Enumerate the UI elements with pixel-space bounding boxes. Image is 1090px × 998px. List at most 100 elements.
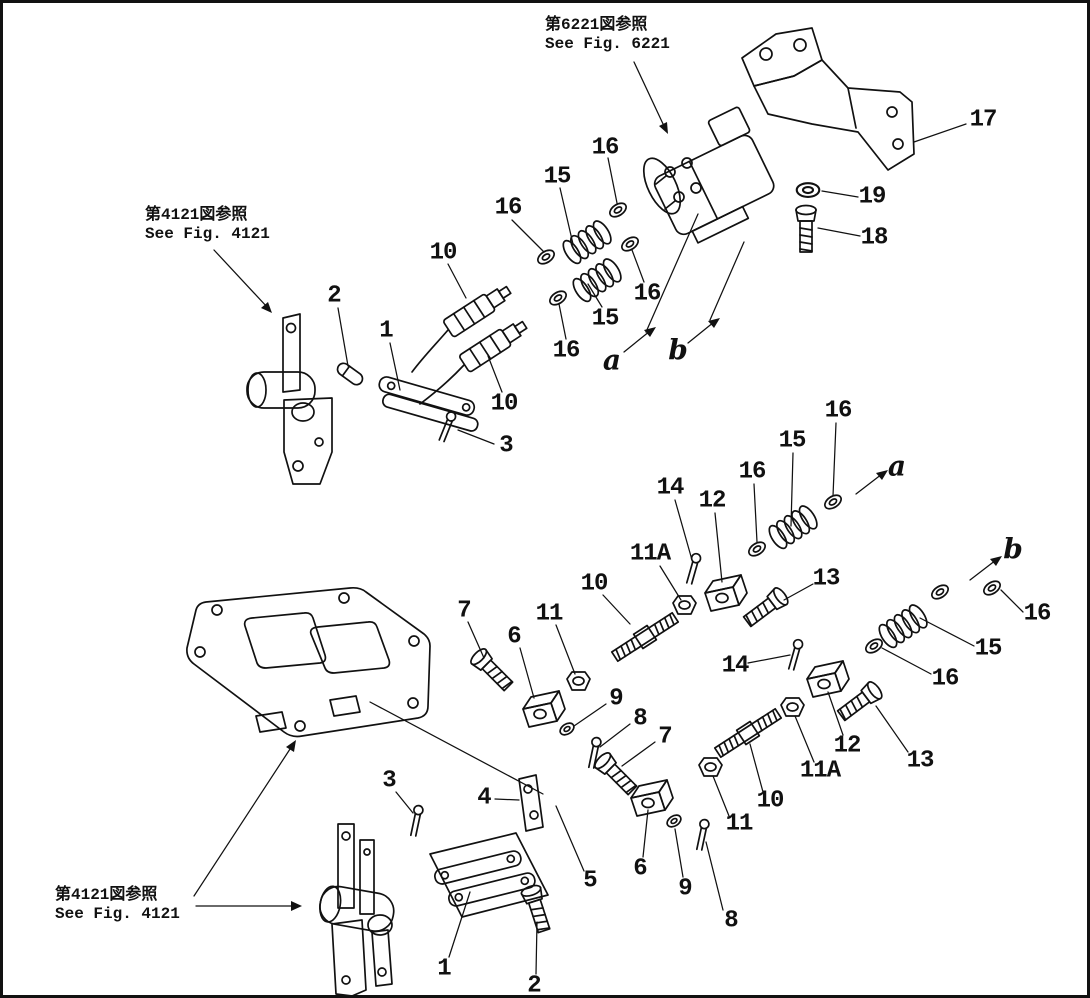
stud-10 <box>712 705 784 761</box>
stud-10 <box>609 609 681 665</box>
part-callout: 16 <box>494 194 523 222</box>
wire-harness <box>419 364 465 405</box>
arrowhead <box>286 740 296 752</box>
reference-note-fig6221: 第6221図参照 See Fig. 6221 <box>545 16 670 54</box>
part-callout: 1 <box>437 955 451 983</box>
reference-note-fig4121-bottom: 第4121図参照 See Fig. 4121 <box>55 886 180 924</box>
washer-16 <box>928 581 952 603</box>
bolt-7 <box>591 749 641 799</box>
washer-9 <box>557 719 577 739</box>
nut-11 <box>698 757 723 777</box>
part-callout: 12 <box>833 732 862 760</box>
part-callout: 11A <box>629 540 671 568</box>
part-callout: 5 <box>583 867 597 895</box>
nut-11 <box>566 671 591 691</box>
part-callout: 19 <box>858 183 887 211</box>
part-callout: 15 <box>543 163 572 191</box>
part-callout: 16 <box>591 134 620 162</box>
bolt-13 <box>740 584 792 631</box>
nut-11A <box>672 595 697 615</box>
reference-jp: 第6221図参照 <box>545 16 648 34</box>
part-callout: 10 <box>429 239 458 267</box>
part-callout: 2 <box>527 972 541 998</box>
part-callout: 7 <box>457 597 471 625</box>
lever-assembly-top-left <box>246 313 333 485</box>
part-callout: 17 <box>969 106 998 134</box>
part-callout: 16 <box>633 280 662 308</box>
pin-2 <box>336 362 364 386</box>
lever-assembly-bottom <box>319 823 395 997</box>
part-callout: 3 <box>382 767 396 795</box>
bolt-7 <box>467 645 517 695</box>
link-1 <box>434 850 522 885</box>
block-6 <box>522 690 566 728</box>
leader-lines <box>337 123 1024 975</box>
part-callout: 9 <box>678 875 692 903</box>
spring-15 <box>765 502 822 553</box>
direction-arrows <box>193 61 1002 911</box>
part-callout: 10 <box>756 787 785 815</box>
part-callout: 13 <box>906 747 935 775</box>
washer-16 <box>618 233 642 255</box>
part-callout: 4 <box>477 784 491 812</box>
part-callout: 15 <box>591 305 620 333</box>
washer-16 <box>606 199 630 221</box>
wire-harness <box>411 329 449 373</box>
part-callout: 16 <box>1023 600 1052 628</box>
washer-16 <box>546 287 570 309</box>
cotter-pin-14 <box>685 552 703 586</box>
reference-jp: 第4121図参照 <box>55 886 158 904</box>
part-callout: 16 <box>931 665 960 693</box>
washer-16 <box>862 635 886 657</box>
part-callout: 6 <box>633 855 647 883</box>
mounting-plate <box>186 586 431 738</box>
reference-note-fig4121-top: 第4121図参照 See Fig. 4121 <box>145 206 270 244</box>
part-callout: 11 <box>725 810 754 838</box>
link-1 <box>378 376 479 432</box>
part-callout: 10 <box>490 390 519 418</box>
arrowhead <box>291 901 302 911</box>
part-callout: 8 <box>633 705 647 733</box>
bolt-18 <box>795 204 817 253</box>
part-callout: 1 <box>379 317 393 345</box>
arrowhead <box>708 318 720 328</box>
arrowhead <box>876 470 888 480</box>
direction-marker-b: b <box>1003 532 1023 566</box>
reference-jp: 第4121図参照 <box>145 206 248 224</box>
block-6 <box>630 779 674 817</box>
part-callout: 8 <box>724 907 738 935</box>
nut-11A <box>780 697 805 717</box>
link-1 <box>448 872 536 907</box>
block-12 <box>704 574 748 612</box>
link-4 <box>518 774 544 832</box>
direction-marker-a: a <box>602 343 622 377</box>
connector-10 <box>457 315 531 374</box>
part-callout: 3 <box>499 432 513 460</box>
washer-16 <box>980 577 1004 599</box>
arrowhead <box>261 302 272 313</box>
bracket-17 <box>741 27 915 171</box>
arrowhead <box>644 327 656 337</box>
connector-10 <box>441 280 515 339</box>
washer-9 <box>664 811 684 831</box>
part-callout: 15 <box>974 635 1003 663</box>
solenoid-valve <box>642 106 775 244</box>
direction-marker-a: a <box>887 449 907 483</box>
bolt-13 <box>834 678 886 725</box>
part-callout: 11 <box>535 600 564 628</box>
arrowhead <box>990 556 1002 566</box>
part-callout: 16 <box>738 458 767 486</box>
reference-en: See Fig. 6221 <box>545 34 670 53</box>
part-callout: 9 <box>609 685 623 713</box>
reference-en: See Fig. 4121 <box>145 224 270 243</box>
link-plate-outline <box>429 832 549 918</box>
part-callout: 14 <box>656 474 685 502</box>
part-callout: 15 <box>778 427 807 455</box>
part-callout: 12 <box>698 487 727 515</box>
part-callout: 10 <box>580 570 609 598</box>
part-callout: 7 <box>658 723 672 751</box>
direction-marker-b: b <box>668 333 688 367</box>
washer-16 <box>534 246 558 268</box>
part-callout: 18 <box>860 224 889 252</box>
